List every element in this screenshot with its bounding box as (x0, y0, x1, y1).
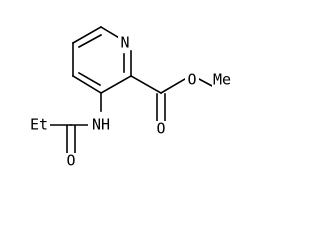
bond-ring-to-ester-carbon (129, 74, 163, 95)
amide-carbonyl-oxygen-label: O (66, 152, 75, 170)
bond-ring-top-left-inner (77, 33, 103, 49)
bond-ring-bottom-right (99, 74, 133, 95)
bond-ring-bottom-left-inner (77, 71, 102, 87)
ester-methyl-label: Me (213, 71, 231, 89)
molecule-svg: N O Me O NH Et O (29, 25, 232, 170)
ester-ether-oxygen-label: O (187, 71, 196, 89)
bond-ether-oxygen-to-methyl (197, 77, 216, 89)
ester-carbonyl-oxygen-label: O (156, 120, 165, 138)
bond-ring-top-left (71, 25, 103, 45)
ring-nitrogen-label: N (120, 34, 129, 52)
structure-diagram: N O Me O NH Et O (29, 25, 232, 170)
bond-ring-bottom-left (71, 74, 103, 95)
bond-ester-carbon-to-ether-oxygen (159, 77, 187, 95)
bond-ring-top-right (99, 25, 123, 41)
ethyl-label: Et (30, 116, 48, 134)
amide-nitrogen-label: NH (92, 116, 110, 134)
